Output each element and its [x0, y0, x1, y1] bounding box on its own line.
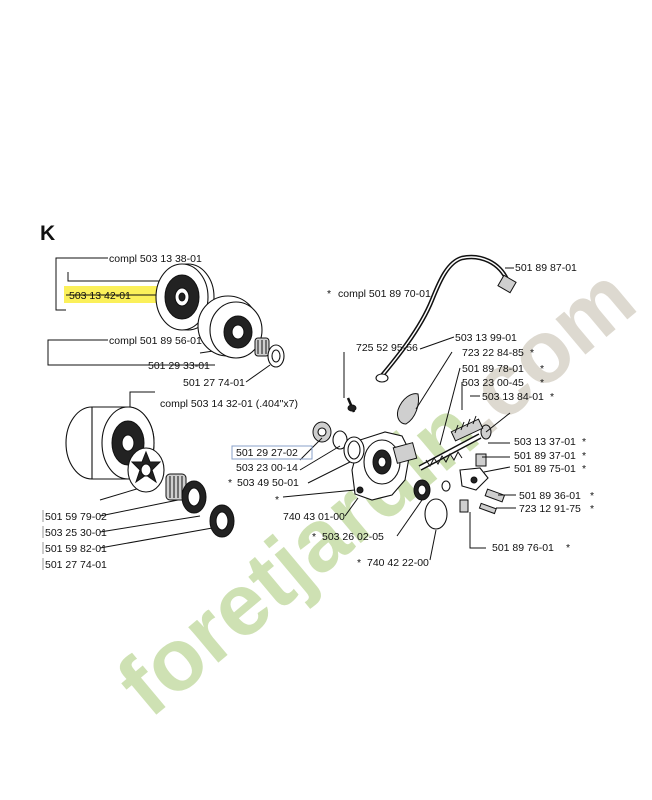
label-503-26-02-05: 503 26 02-05 — [322, 531, 384, 543]
label-501-89-78-01: 501 89 78-01 — [462, 363, 524, 375]
washer-2 — [209, 504, 235, 538]
label-503-23-00-14: 503 23 00-14 — [236, 462, 298, 474]
pump-gear — [312, 421, 365, 464]
oil-hose — [375, 254, 517, 383]
needle-bearing-top — [254, 337, 285, 368]
label-star-25: * — [582, 436, 586, 448]
part-labels: compl 503 13 38-01 503 13 42-01 compl 50… — [45, 253, 594, 571]
ref-box — [231, 445, 313, 460]
label-740-42-22-00: 740 42 22-00 — [367, 557, 429, 569]
label-compl-501-89-70-01: compl 501 89 70-01 — [338, 288, 431, 300]
label-501-89-37-01: 501 89 37-01 — [514, 450, 576, 462]
label-503-13-42-01: 503 13 42-01 — [69, 290, 131, 302]
oil-pump-housing — [351, 431, 418, 501]
label-star-16: * — [357, 557, 361, 569]
label-compl-501-89-56-01: compl 501 89 56-01 — [109, 335, 202, 347]
label-503-13-84-01: 503 13 84-01 — [482, 391, 544, 403]
pump-cover — [397, 393, 419, 425]
label-503-13-99-01: 503 13 99-01 — [455, 332, 517, 344]
label-star-24: * — [550, 391, 554, 403]
label-compl-503-13-38-01: compl 503 13 38-01 — [109, 253, 202, 265]
o-ring — [424, 498, 448, 530]
label-501-29-27-02: 501 29 27-02 — [236, 447, 298, 459]
label-501-89-36-01: 501 89 36-01 — [519, 490, 581, 502]
label-star-14: * — [275, 494, 279, 506]
label-star-23: * — [540, 377, 544, 389]
label-star-18: * — [327, 288, 331, 300]
label-723-22-84-85: 723 22 84-85 — [462, 347, 524, 359]
adjuster-parts — [441, 453, 506, 515]
label-star-29: * — [590, 503, 594, 515]
label-star-26: * — [582, 450, 586, 462]
seal-ring — [413, 479, 431, 501]
label-star-28: * — [590, 490, 594, 502]
label-501-89-75-01: 501 89 75-01 — [514, 463, 576, 475]
label-star-15: * — [312, 531, 316, 543]
label-501-27-74-01-top: 501 27 74-01 — [183, 377, 245, 389]
section-letter: K — [40, 222, 55, 245]
label-501-29-33-01: 501 29 33-01 — [148, 360, 210, 372]
label-star-22: * — [540, 363, 544, 375]
label-501-59-79-02: 501 59 79-02 — [45, 511, 107, 523]
label-501-89-76-01: 501 89 76-01 — [492, 542, 554, 554]
label-503-23-00-45: 503 23 00-45 — [462, 377, 524, 389]
label-740-43-01-00: 740 43 01-00 — [283, 511, 345, 523]
clutch-drum — [197, 295, 263, 359]
label-star-13: * — [228, 477, 232, 489]
label-star-30: * — [566, 542, 570, 554]
label-503-49-50-01: 503 49 50-01 — [237, 477, 299, 489]
label-boxes — [42, 510, 44, 570]
label-725-52-95-56: 725 52 95-56 — [356, 342, 418, 354]
rim-sprocket — [127, 447, 165, 493]
label-501-89-87-01: 501 89 87-01 — [515, 262, 577, 274]
label-723-12-91-75: 723 12 91-75 — [519, 503, 581, 515]
label-compl-503-14-32-01: compl 503 14 32-01 (.404"x7) — [160, 398, 298, 410]
label-503-25-30-01: 503 25 30-01 — [45, 527, 107, 539]
label-star-27: * — [582, 463, 586, 475]
screw — [346, 397, 357, 413]
label-503-13-37-01: 503 13 37-01 — [514, 436, 576, 448]
label-501-27-74-01-bottom: 501 27 74-01 — [45, 559, 107, 571]
label-star-21: * — [530, 347, 534, 359]
washer-1 — [181, 480, 207, 514]
needle-bearing — [165, 473, 187, 501]
watermark-text: foretjardin — [99, 379, 496, 735]
worm-gear — [450, 415, 484, 442]
label-501-59-82-01: 501 59 82-01 — [45, 543, 107, 555]
right-leader-lines — [282, 267, 516, 561]
